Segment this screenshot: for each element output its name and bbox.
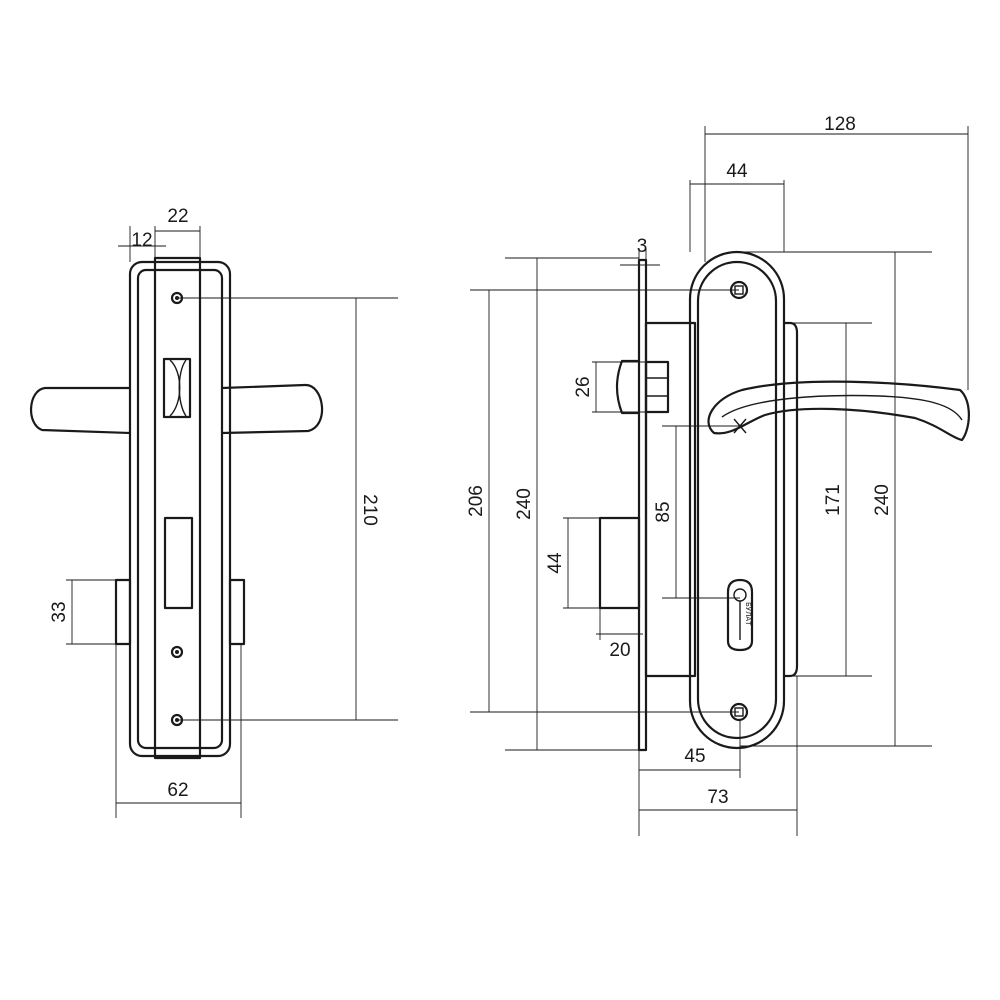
deadbolt xyxy=(598,516,641,610)
lever-left xyxy=(29,386,132,435)
inner-escutcheon xyxy=(136,268,224,750)
lever-handle xyxy=(707,380,970,442)
dim-label-26: 26 xyxy=(573,376,594,397)
escutcheon-plate xyxy=(688,250,786,750)
latch-bolt xyxy=(615,359,670,415)
latch-profile xyxy=(169,359,181,417)
side-view: БУЛАТ 3 44 128 26 206 240 xyxy=(466,114,970,836)
dim-label-73: 73 xyxy=(707,787,728,808)
dim-label-45: 45 xyxy=(684,746,705,767)
dim-label-33: 33 xyxy=(49,601,70,622)
dim-label-240-left: 240 xyxy=(514,488,535,520)
dim-label-44-deadbolt: 44 xyxy=(545,552,566,574)
cylinder-keyhole: БУЛАТ xyxy=(726,578,754,652)
dim-label-3: 3 xyxy=(637,236,648,257)
dim-label-12: 12 xyxy=(131,230,152,251)
faceplate xyxy=(153,256,202,760)
screw-middle xyxy=(170,645,184,659)
dim-label-44-top: 44 xyxy=(726,161,748,182)
lock-case xyxy=(644,321,697,678)
dim-label-210: 210 xyxy=(359,494,380,526)
dim-label-20: 20 xyxy=(609,640,630,661)
dim-label-22: 22 xyxy=(167,206,188,227)
lever-right xyxy=(220,383,324,435)
dim-label-128: 128 xyxy=(824,114,856,135)
backing-plate xyxy=(782,321,799,678)
deadbolt-window xyxy=(163,516,194,610)
dim-label-171: 171 xyxy=(823,484,844,516)
front-view: 12 22 210 33 62 xyxy=(29,206,398,818)
escutcheon-plate-inner xyxy=(696,260,778,740)
dim-label-85: 85 xyxy=(653,501,674,522)
dim-label-62: 62 xyxy=(167,780,188,801)
cylinder-right xyxy=(228,578,246,646)
dim-label-240-right: 240 xyxy=(872,484,893,516)
brand-mark: БУЛАТ xyxy=(744,602,752,626)
dim-label-206: 206 xyxy=(466,485,487,517)
latch-window xyxy=(162,357,192,419)
cylinder-left xyxy=(114,578,132,646)
outer-escutcheon xyxy=(128,260,232,758)
